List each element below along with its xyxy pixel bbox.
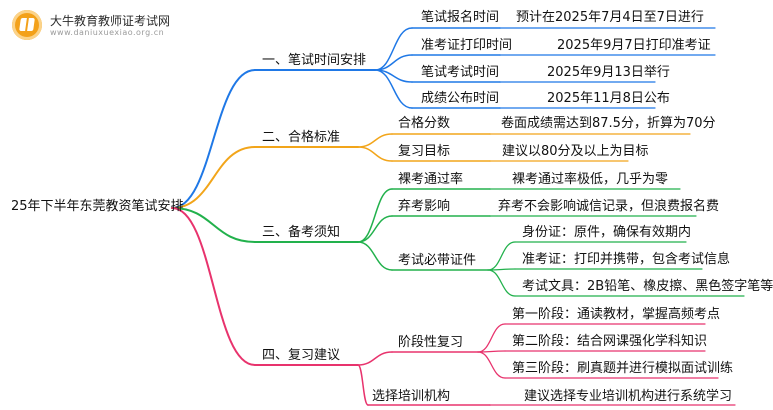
detail-absence-impact: 弃考不会影响诚信记录，但浪费报名费: [498, 199, 720, 214]
node-admission-print-time: 准考证打印时间: [421, 38, 513, 53]
link-branch-4-child-2: [357, 364, 369, 406]
node-registration-time: 笔试报名时间: [421, 10, 500, 25]
detail-admission-print-time: 2025年9月7日打印准考证: [557, 38, 711, 53]
node-results-time: 成绩公布时间: [421, 91, 500, 106]
item-id-card: 身份证：原件，确保有效期内: [522, 225, 692, 240]
link-root-branch-3: [171, 207, 256, 243]
node-phased-review: 阶段性复习: [398, 335, 464, 350]
node-required-documents: 考试必带证件: [398, 253, 477, 268]
detail-registration-time: 预计在2025年7月4日至7日进行: [516, 10, 704, 25]
item-phase-two: 第二阶段：结合网课强化学科知识: [512, 334, 708, 349]
link-documents-item-3: [487, 269, 516, 297]
item-phase-three: 第三阶段：刷真题并进行模拟面试训练: [512, 361, 734, 376]
node-exam-time: 笔试考试时间: [421, 65, 500, 80]
branch-exam-notes: 三、备考须知: [262, 225, 341, 240]
brand-name: 大牛教育教师证考试网: [50, 14, 171, 28]
link-branch-1-child-4: [374, 69, 413, 109]
link-branch-3-child-3: [357, 241, 393, 271]
link-branch-2-child-1: [357, 133, 393, 148]
node-pass-score: 合格分数: [398, 116, 451, 131]
branch-pass-standard: 二、合格标准: [262, 130, 341, 145]
root-topic: 25年下半年东莞教资笔试安排: [11, 199, 184, 214]
link-branch-2-child-2: [357, 146, 393, 162]
node-training-institution: 选择培训机构: [372, 389, 451, 404]
branch-exam-schedule: 一、笔试时间安排: [262, 53, 367, 68]
detail-unprepared-pass-rate: 裸考通过率极低，几乎为零: [512, 172, 669, 187]
item-stationery: 考试文具：2B铅笔、橡皮擦、黑色签字笔等: [522, 279, 773, 294]
link-branch-1-child-1: [374, 27, 413, 71]
mindmap-links: [171, 27, 745, 406]
detail-training-institution: 建议选择专业培训机构进行系统学习: [524, 389, 733, 404]
item-admission-ticket: 准考证：打印并携带，包含考试信息: [522, 252, 731, 267]
item-phase-one: 第一阶段：通读教材，掌握高频考点: [512, 307, 721, 322]
link-root-branch-1: [171, 69, 256, 209]
mindmap-canvas: 大牛教育教师证考试网 www.daniuxuexiao.org.cn 25年下半…: [0, 0, 750, 410]
book-icon: [12, 10, 42, 40]
link-branch-3-child-2: [357, 215, 393, 243]
detail-pass-score: 卷面成绩需达到87.5分，折算为70分: [501, 116, 716, 131]
detail-exam-time: 2025年9月13日举行: [547, 65, 670, 80]
node-review-goal: 复习目标: [398, 144, 451, 159]
detail-results-time: 2025年11月8日公布: [547, 91, 670, 106]
node-unprepared-pass-rate: 裸考通过率: [398, 172, 464, 187]
link-root-branch-2: [171, 146, 256, 209]
link-documents-item-1: [487, 241, 516, 271]
link-root-branch-4: [171, 207, 256, 366]
node-absence-impact: 弃考影响: [398, 199, 451, 214]
link-branch-3-child-1: [357, 188, 393, 243]
branch-review-advice: 四、复习建议: [262, 348, 341, 363]
link-branch-4-child-1: [357, 351, 393, 366]
brand-url: www.daniuxuexiao.org.cn: [50, 28, 165, 37]
detail-review-goal: 建议以80分及以上为目标: [502, 144, 649, 159]
link-phase-item-1: [477, 323, 506, 353]
link-phase-item-3: [477, 351, 506, 379]
